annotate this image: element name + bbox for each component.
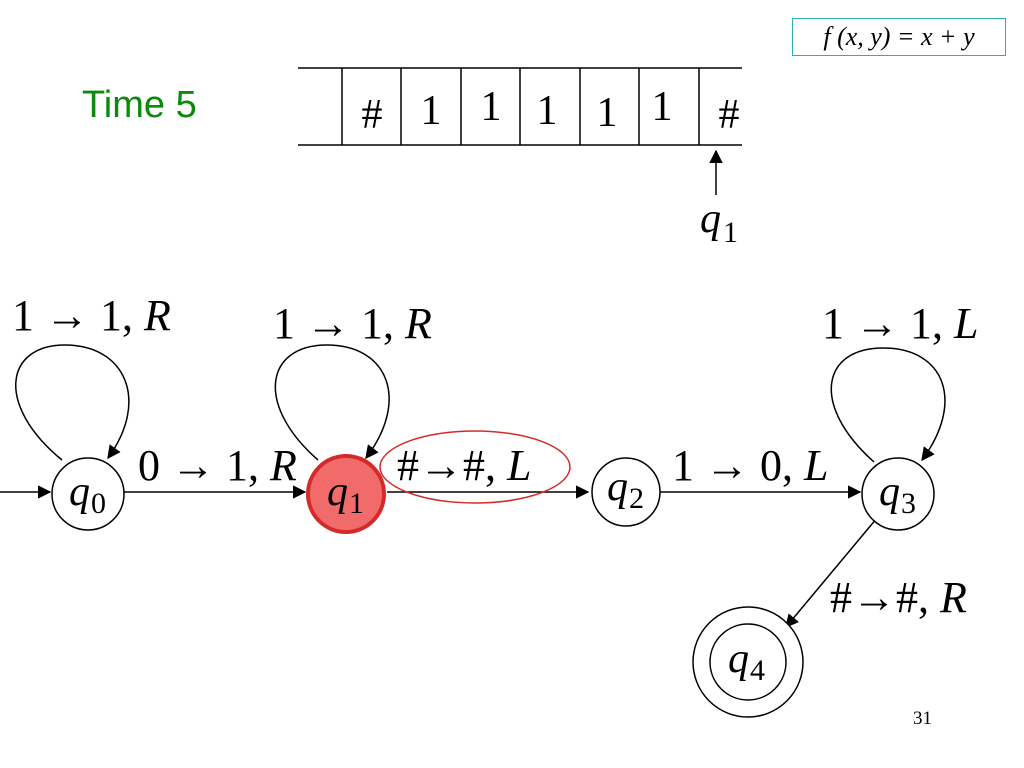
tape-cell-4: 1 [537,88,558,134]
state-q2-label: q2 [607,464,644,515]
loop-q3 [830,347,946,463]
label-q3-q4: #→#, R [830,573,967,622]
state-q2: q2 [591,457,661,527]
time-label: Time 5 [82,84,197,126]
state-q1: q1 [306,454,386,534]
formula-box: f (x, y) = x + y [792,18,1006,56]
state-q4-accepting: q4 [692,606,804,718]
label-q0-loop: 1 → 1, R [12,291,171,340]
label-q2-q3: 1 → 0, L [672,441,828,490]
state-q3-label: q3 [879,469,916,520]
label-q1-loop: 1 → 1, R [273,299,432,348]
state-q4-label: q4 [728,636,765,687]
tape-cell-1: # [362,92,383,138]
tape-cell-6: 1 [652,84,673,130]
state-q0: q0 [51,457,125,531]
tape-cell-7: # [719,92,740,138]
tape-cell-3: 1 [481,84,502,130]
label-q1-q2: #→#, L [397,441,531,490]
loop-q0 [15,344,130,461]
loop-q1 [274,344,390,461]
label-q3-loop: 1 → 1, L [822,299,978,348]
tape: # 1 1 1 1 1 # [298,67,742,146]
head-state-label: q1 [700,196,738,249]
state-q0-label: q0 [69,469,106,520]
label-q0-q1: 0 → 1, R [138,441,297,490]
edge-q3-q4 [785,517,878,629]
tape-cell-2: 1 [421,88,442,134]
highlight-ellipse [379,430,571,504]
state-q3: q3 [861,457,935,531]
tape-cell-5: 1 [597,90,618,136]
state-q1-label: q1 [327,469,364,520]
state-q1-active-circle [306,454,386,534]
tape-head: q1 [700,149,738,249]
page-number: 31 [913,708,932,729]
